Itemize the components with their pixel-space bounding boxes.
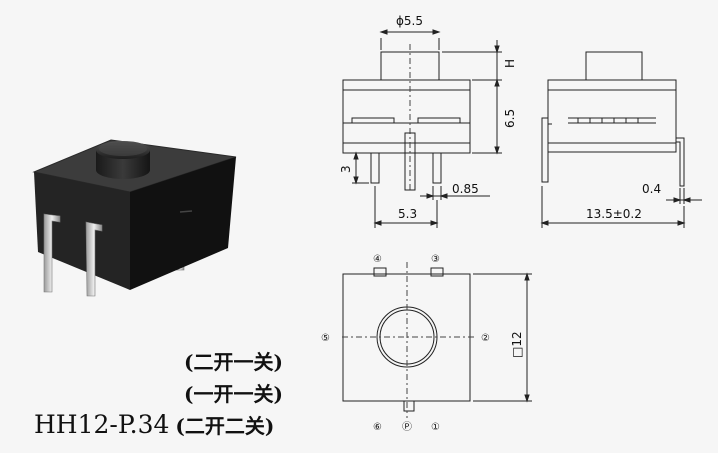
caption-line-3-text: (二开二关) xyxy=(175,414,275,438)
dim-diameter: ϕ5.5 xyxy=(396,14,423,28)
dim-h: H xyxy=(503,59,517,68)
pin-1-label: ① xyxy=(431,422,440,433)
front-view-dimensions: ϕ5.5 H 6.5 3 0.85 5.3 xyxy=(339,14,517,221)
pin-4-label: ④ xyxy=(373,254,382,265)
top-view-labels: □12 ④ ③ ⑤ ② ⑥ Ⓟ ① xyxy=(321,254,524,433)
model-code: HH12-P.34 xyxy=(34,410,170,439)
dim-lead-thickness: 0.4 xyxy=(642,182,661,196)
caption-line-1: (二开一关) xyxy=(184,350,283,374)
pin-6-label: ⑥ xyxy=(373,422,382,433)
pin-p-label: Ⓟ xyxy=(402,421,412,433)
dim-width: 13.5±0.2 xyxy=(586,207,642,221)
top-view-drawing xyxy=(342,262,532,418)
dim-body-size: □12 xyxy=(510,331,524,358)
pin-2-label: ② xyxy=(481,333,490,344)
pin-3-label: ③ xyxy=(431,254,440,265)
side-view-dimensions: 0.4 13.5±0.2 xyxy=(586,182,661,221)
dim-pitch: 5.3 xyxy=(398,207,417,221)
dim-height: 6.5 xyxy=(503,109,517,128)
caption-line-2: (一开一关) xyxy=(184,382,283,406)
dim-pin-width: 0.85 xyxy=(452,182,479,196)
pin-5-label: ⑤ xyxy=(321,333,330,344)
switch-render xyxy=(32,139,237,297)
caption-line-3: HH12-P.34(二开二关) xyxy=(34,410,274,439)
dim-pin-length: 3 xyxy=(339,165,353,173)
side-view-drawing xyxy=(540,51,702,228)
front-view-drawing xyxy=(342,29,502,228)
